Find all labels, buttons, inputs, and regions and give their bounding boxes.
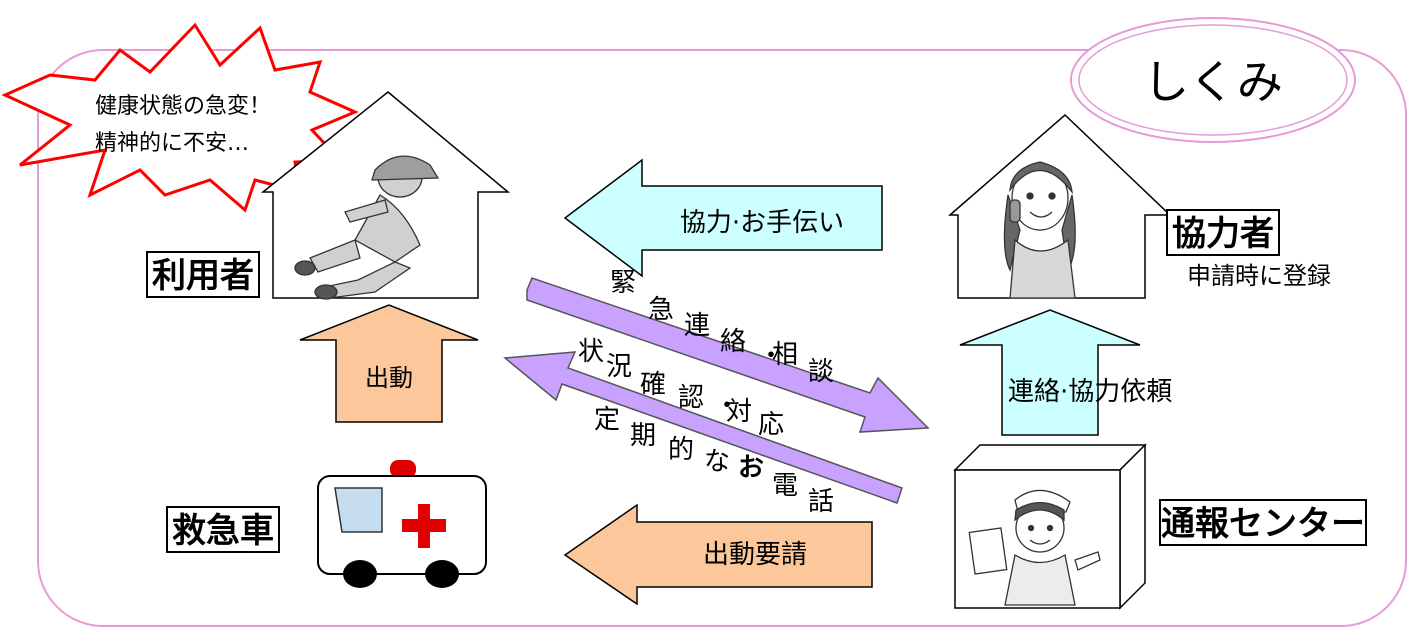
page-title: しくみ [1143,55,1283,109]
arrow-status-check [503,351,903,504]
woman-on-phone-icon [1003,161,1076,299]
arrow-emergency-contact [526,277,930,433]
diagonal-char: 的 [668,435,694,465]
arrow-contact-request: 連絡·協力依頼 [959,309,1172,436]
diagonal-char: な [704,447,730,477]
diagonal-char: 応 [758,410,784,440]
helper-house [947,113,1172,299]
diagonal-char: 連 [684,311,710,341]
arrow-dispatch-request: 出動要請 [563,503,873,606]
user-node: 利用者 [146,251,260,298]
title-badge: しくみ [1070,17,1356,143]
diagonal-char: ・ [758,341,784,371]
diagonal-char: 定 [594,405,620,435]
arrow-dispatch-request-label: 出動要請 [703,540,807,570]
diagonal-char: 緊 [610,268,636,298]
diagonal-char: 状 [578,337,604,367]
diagonal-char: ・ [714,391,740,421]
diagonal-char: お [738,453,764,483]
arrow-dispatch-up-label: 出動 [365,364,413,392]
diagonal-char: 急 [648,295,674,325]
alert-line-1: 健康状態の急変！ [95,94,271,119]
diagonal-label-regular: 定期的なお電話 [594,405,834,517]
nurse-icon [968,489,1101,606]
alert-line-2: 精神的に不安… [95,131,249,156]
diagonal-char: 相 [772,340,798,370]
helper-node: 協力者 申請時に登録 [1166,209,1331,290]
arrow-dispatch-up: 出動 [299,304,479,423]
diagonal-char: 談 [808,357,834,387]
diagonal-char: 話 [808,487,834,517]
elderly-person-icon [294,155,440,300]
user-label: 利用者 [152,256,254,296]
diagonal-char: 確 [640,370,666,400]
diagonal-char: 況 [606,352,632,382]
call-center-box [953,443,1147,610]
diagonal-label-status: 状況確認・対応 [578,337,784,440]
arrow-cooperate-label: 協力·お手伝い [680,208,844,238]
diagonal-char: 電 [772,471,798,501]
arrow-cooperate: 協力·お手伝い [563,158,883,278]
arrow-contact-request-label: 連絡·協力依頼 [1008,377,1172,407]
alert-burst: 健康状態の急変！ 精神的に不安… [1,22,359,213]
ambulance-label: 救急車 [172,511,274,551]
diagonal-char: 対 [726,397,752,427]
diagonal-char: 認 [678,383,704,413]
user-house [260,91,511,300]
center-label: 通報センター [1161,504,1365,544]
helper-note: 申請時に登録 [1187,262,1331,290]
center-node: 通報センター [1159,499,1367,546]
ambulance-icon [317,460,487,588]
ambulance-node: 救急車 [166,506,280,553]
diagonal-char: 絡 [720,327,746,357]
diagonal-char: 期 [630,421,656,451]
helper-label: 協力者 [1172,214,1274,254]
